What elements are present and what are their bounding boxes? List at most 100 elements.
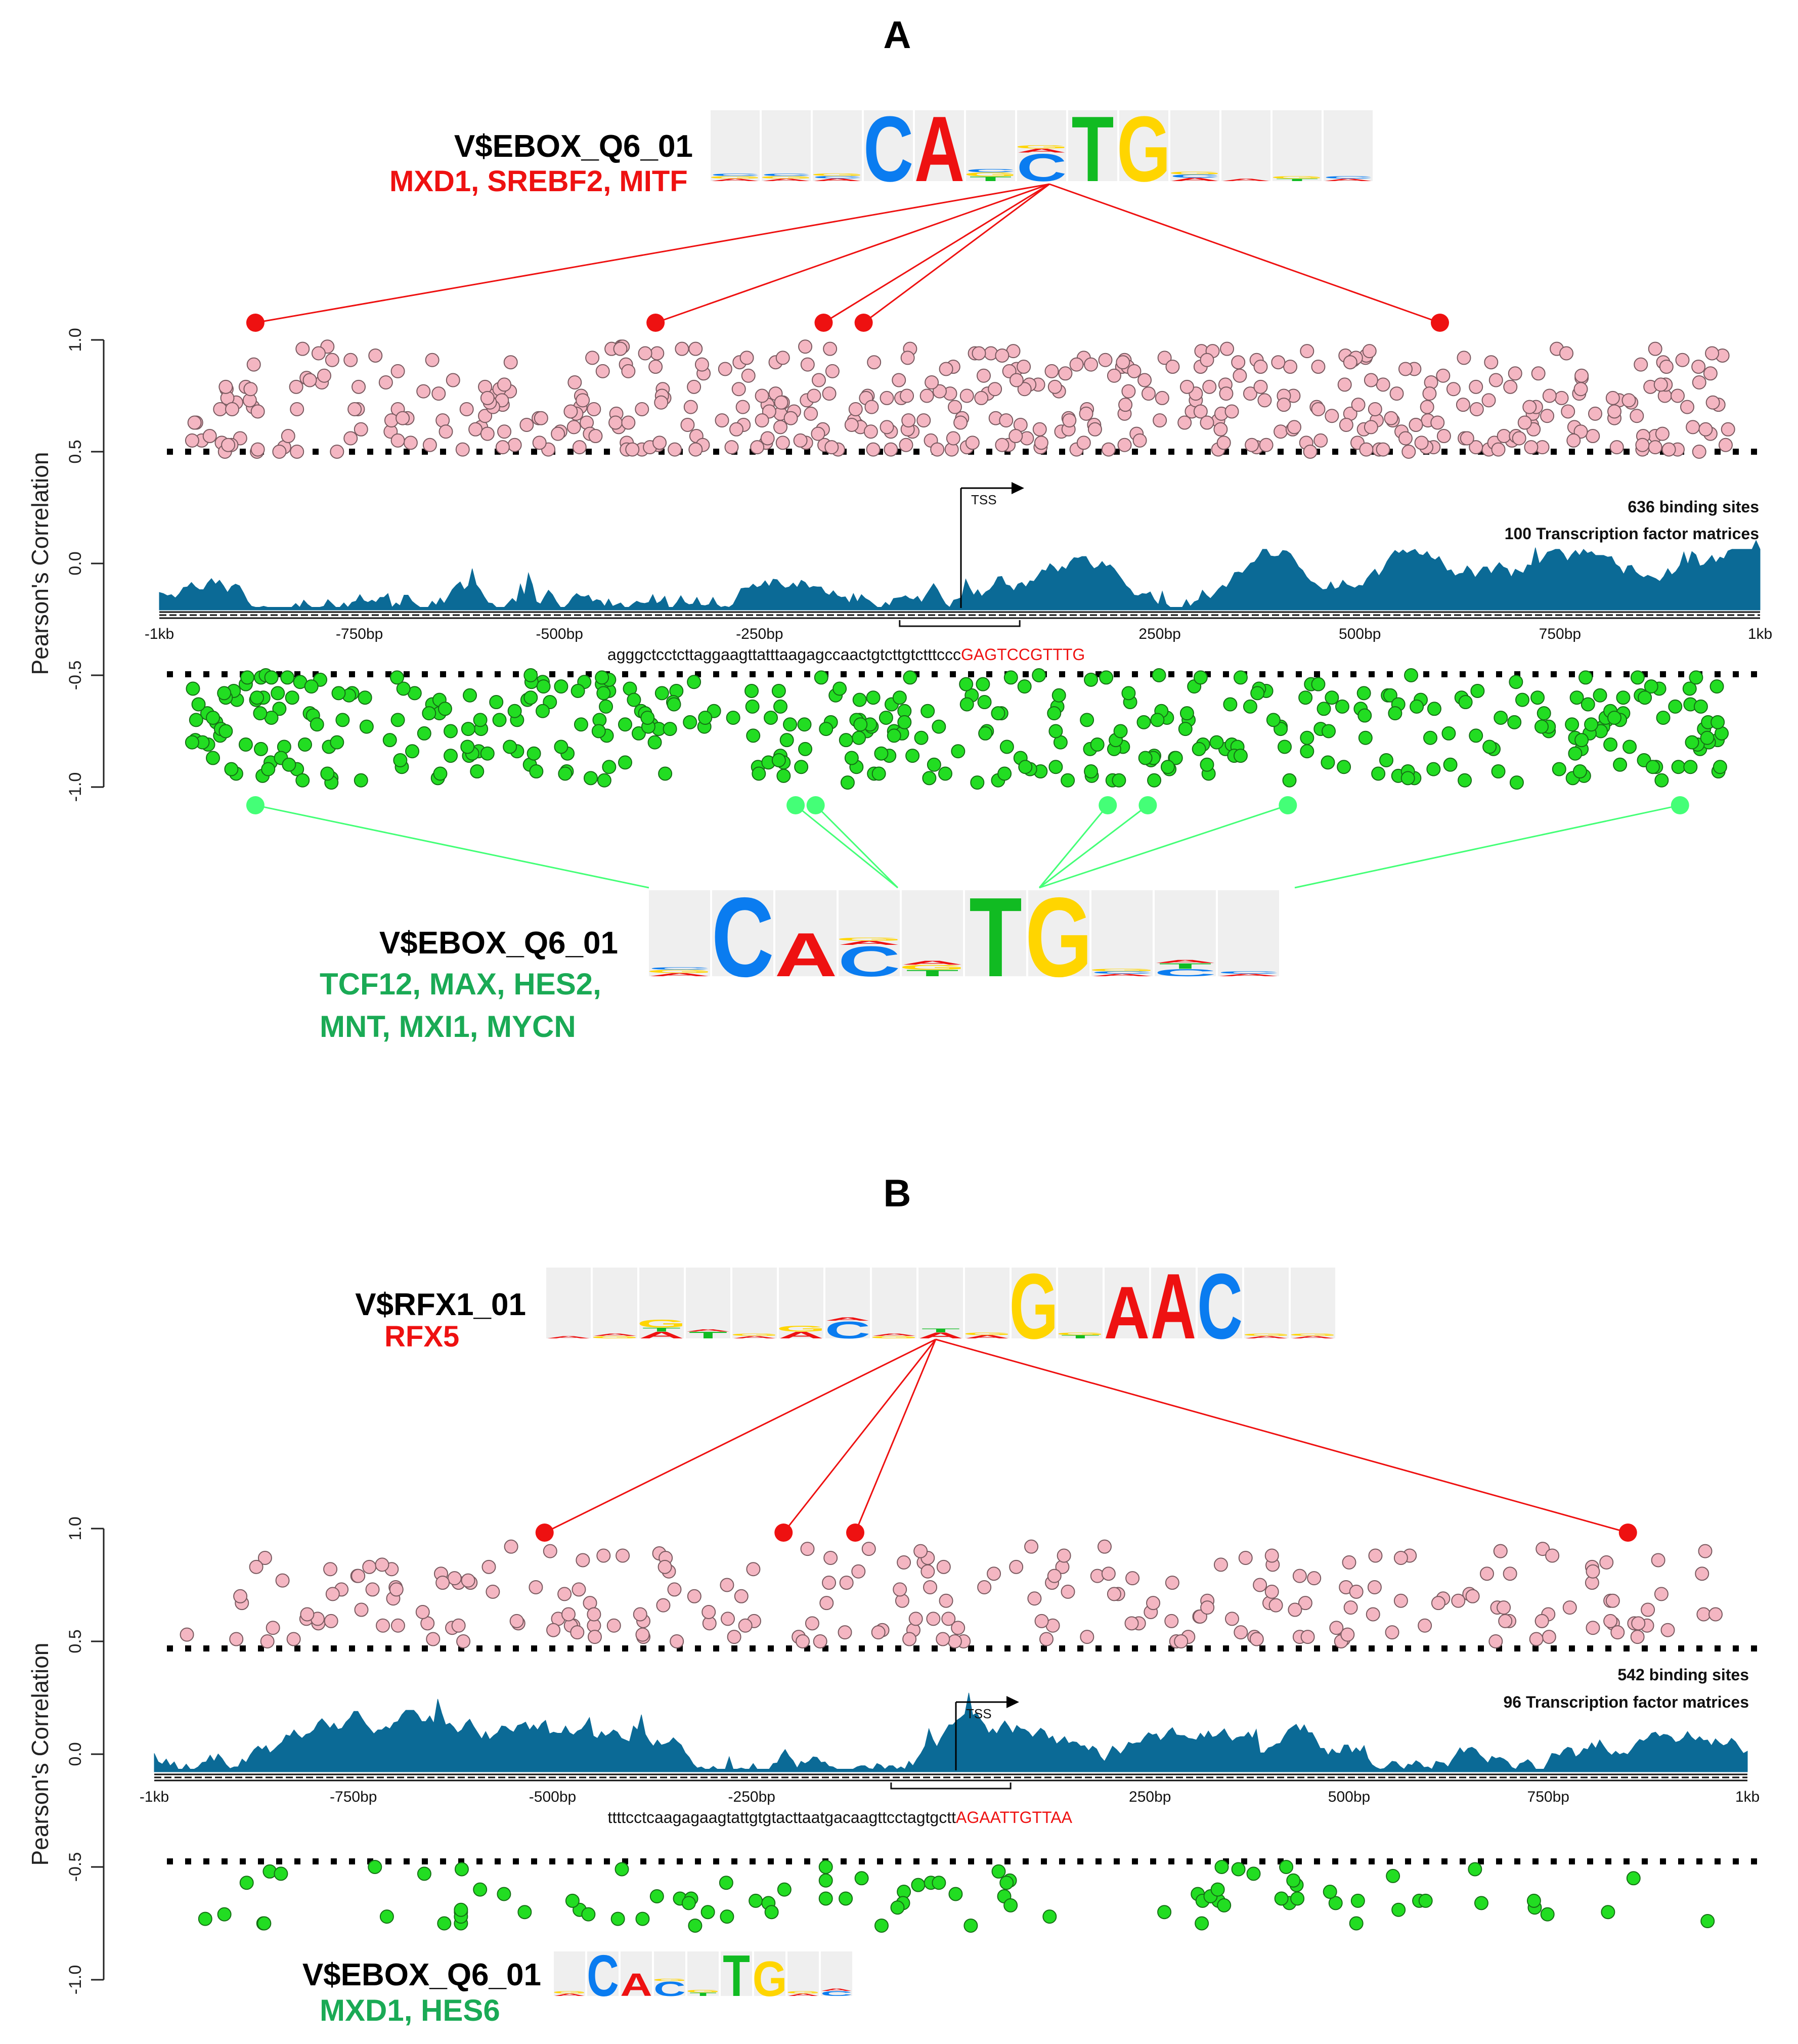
positive-point: [939, 1593, 953, 1608]
negative-point: [405, 744, 420, 759]
positive-point: [362, 1559, 377, 1574]
positive-point: [275, 1573, 290, 1588]
negative-point: [720, 1909, 734, 1924]
positive-point: [300, 1607, 315, 1622]
negative-point: [1388, 706, 1402, 721]
positive-point: [286, 1632, 301, 1646]
negative-point: [354, 773, 368, 788]
binding-sites-count: 636 binding sites: [1628, 498, 1759, 516]
logo-column-bg: [1105, 1268, 1149, 1338]
negative-point: [1379, 753, 1393, 767]
negative-point: [1042, 1909, 1057, 1924]
x-tick-label: -250bp: [728, 1789, 775, 1805]
positive-point: [343, 431, 358, 446]
negative-points: [198, 1860, 1715, 1933]
negative-point: [1018, 760, 1033, 774]
connector-positive: [935, 1338, 1629, 1534]
negative-point: [1266, 713, 1281, 727]
positive-point: [1009, 1559, 1024, 1574]
tss-arrow-head: [1006, 1696, 1019, 1708]
positive-point: [325, 1587, 340, 1601]
logo-letter-C: C: [1170, 173, 1220, 179]
negative-point: [1003, 670, 1018, 685]
positive-point: [1680, 400, 1694, 414]
positive-point: [774, 395, 788, 410]
tss-arrow-head: [1012, 482, 1024, 494]
positive-point: [1376, 377, 1390, 392]
positive-point: [1493, 1544, 1508, 1558]
negative-point: [527, 746, 541, 761]
logo-column-bg: [1218, 890, 1279, 976]
negative-point: [1217, 1898, 1232, 1912]
positive-point: [1534, 1614, 1549, 1628]
negative-point: [1645, 760, 1660, 774]
positive-point: [486, 1584, 500, 1599]
positive-point: [1659, 360, 1674, 374]
positive-point: [1393, 1550, 1408, 1565]
negative-point: [794, 760, 809, 774]
negative-point: [618, 755, 633, 770]
positive-point: [302, 373, 317, 387]
positive-point: [1216, 436, 1231, 450]
negative-point: [470, 764, 485, 779]
bottom-motif-name: V$EBOX_Q6_01: [379, 926, 618, 961]
negative-point: [595, 670, 609, 685]
negative-point: [951, 744, 966, 759]
logo-letter-T: T: [922, 1327, 960, 1333]
positive-point: [378, 375, 393, 389]
logo-letter-G: G: [1056, 1332, 1105, 1336]
positive-point: [1566, 433, 1581, 448]
positive-point: [760, 431, 775, 446]
positive-point: [746, 1562, 761, 1577]
logo-letter-G: G: [591, 1335, 640, 1339]
positive-point: [851, 1564, 866, 1579]
positive-point: [1364, 373, 1378, 387]
negative-point: [892, 690, 907, 705]
tss-bracket: [890, 1782, 1012, 1790]
negative-point: [480, 746, 495, 761]
negative-point: [536, 679, 551, 694]
negative-point: [1121, 686, 1136, 701]
logo-letter-G: G: [1015, 144, 1069, 149]
positive-point: [1456, 398, 1470, 412]
positive-point: [495, 440, 510, 455]
positive-point: [616, 1548, 630, 1563]
negative-point: [1391, 1902, 1406, 1917]
negative-point: [581, 1907, 596, 1922]
positive-point: [1137, 373, 1152, 387]
negative-point: [687, 675, 701, 689]
highlight-point-positive: [846, 1524, 864, 1542]
logo-letter-C: C: [648, 967, 711, 971]
positive-point: [1343, 1600, 1358, 1615]
positive-point: [1307, 1571, 1322, 1586]
positive-point: [965, 436, 980, 450]
logo-letter-A: A: [1217, 973, 1280, 977]
positive-point: [1540, 409, 1555, 423]
positive-point: [468, 422, 483, 437]
positive-point: [1231, 355, 1246, 370]
promoter-sequence: ttttcctcaagagaagtattgtgtacttaatgacaagttc…: [608, 1808, 956, 1826]
highlight-point-positive: [535, 1524, 554, 1542]
positive-point: [1631, 1616, 1646, 1631]
positive-point: [1193, 404, 1208, 419]
positive-point: [1705, 346, 1720, 361]
negative-point: [1371, 766, 1386, 781]
connector-positive: [1049, 183, 1440, 324]
logo-column-bg: [839, 890, 900, 976]
negative-point: [596, 686, 611, 701]
x-tick-label: 500bp: [1328, 1789, 1370, 1805]
positive-point: [557, 1587, 572, 1601]
positive-point: [900, 388, 914, 403]
connector-positive: [255, 183, 1050, 324]
positive-point: [572, 440, 587, 455]
negative-point: [454, 1862, 469, 1877]
logo-column-bg: [965, 890, 1026, 976]
logo-letter-G: G: [963, 171, 1018, 178]
positive-point: [880, 420, 894, 434]
negative-point: [1418, 1893, 1433, 1908]
negative-point: [746, 728, 761, 743]
logo-letter-T: T: [970, 175, 1012, 182]
negative-point: [1426, 762, 1441, 776]
tss-label: TSS: [971, 492, 997, 507]
negative-point: [554, 679, 568, 694]
